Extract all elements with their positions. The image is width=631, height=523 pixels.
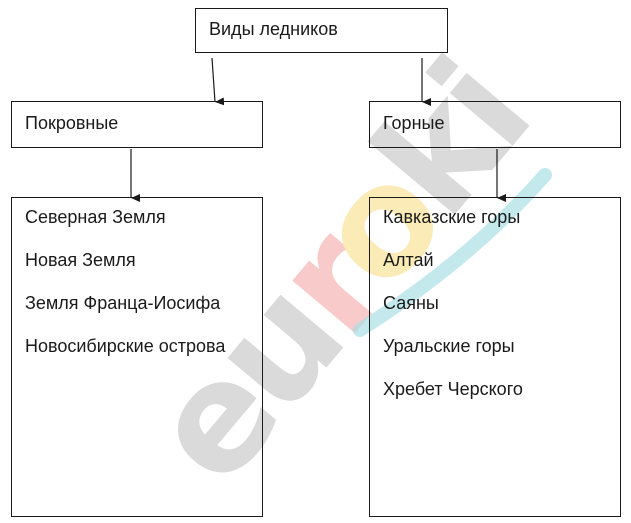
list-item: Хребет Черского bbox=[383, 379, 523, 399]
list-item: Уральские горы bbox=[383, 336, 515, 356]
list-item: Алтай bbox=[383, 250, 434, 270]
list-item: Кавказские горы bbox=[383, 207, 521, 227]
arrow-root-to-left bbox=[211, 57, 225, 106]
list-item: Саяны bbox=[383, 293, 439, 313]
list-item: Земля Франца-Иосифа bbox=[25, 293, 221, 313]
branch-node-label: Горные bbox=[383, 113, 445, 133]
branch-node-mountain-glaciers: Горные bbox=[369, 101, 621, 148]
branch-node-sheet-glaciers: Покровные bbox=[11, 101, 263, 148]
list-item: Новосибирские острова bbox=[25, 336, 226, 356]
root-node-label: Виды ледников bbox=[209, 19, 338, 39]
branch-node-label: Покровные bbox=[25, 113, 119, 133]
list-item: Новая Земля bbox=[25, 250, 136, 270]
mountain-glaciers-list: Кавказские горы Алтай Саяны Уральские го… bbox=[369, 197, 621, 517]
root-node: Виды ледников bbox=[195, 8, 448, 53]
list-item: Северная Земля bbox=[25, 207, 166, 227]
sheet-glaciers-list: Северная Земля Новая Земля Земля Франца-… bbox=[11, 197, 263, 517]
